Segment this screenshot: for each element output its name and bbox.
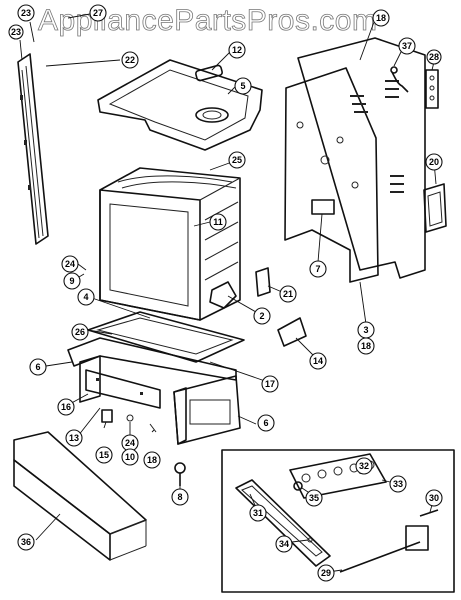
small-clip-part bbox=[101, 409, 157, 433]
svg-text:35: 35 bbox=[309, 493, 319, 503]
callout-4: 4 bbox=[77, 288, 95, 306]
callout-6: 6 bbox=[29, 358, 47, 376]
callout-18: 18 bbox=[372, 9, 390, 27]
svg-text:7: 7 bbox=[315, 264, 320, 274]
side-panel-part bbox=[17, 53, 49, 245]
svg-text:13: 13 bbox=[69, 433, 79, 443]
svg-text:2: 2 bbox=[259, 311, 264, 321]
svg-text:6: 6 bbox=[263, 418, 268, 428]
top-panel-part bbox=[97, 59, 263, 151]
callout-22: 22 bbox=[121, 51, 139, 69]
callout-34: 34 bbox=[275, 535, 293, 553]
callout-23: 23 bbox=[17, 4, 35, 22]
callout-23: 23 bbox=[8, 24, 24, 40]
svg-text:10: 10 bbox=[125, 452, 135, 462]
svg-text:24: 24 bbox=[125, 438, 135, 448]
svg-text:16: 16 bbox=[61, 402, 71, 412]
callout-13: 13 bbox=[65, 429, 83, 447]
svg-text:21: 21 bbox=[283, 289, 293, 299]
callout-16: 16 bbox=[57, 398, 75, 416]
svg-text:8: 8 bbox=[177, 492, 182, 502]
svg-text:29: 29 bbox=[321, 568, 331, 578]
callout-31: 31 bbox=[249, 504, 267, 522]
svg-text:33: 33 bbox=[393, 479, 403, 489]
callout-28: 28 bbox=[426, 49, 442, 65]
callout-29: 29 bbox=[317, 564, 335, 582]
drawer-front-part bbox=[13, 431, 147, 561]
svg-text:27: 27 bbox=[93, 8, 103, 18]
svg-text:9: 9 bbox=[69, 276, 74, 286]
svg-text:32: 32 bbox=[359, 461, 369, 471]
screw-part bbox=[174, 462, 186, 486]
svg-text:36: 36 bbox=[21, 537, 31, 547]
callout-35: 35 bbox=[305, 489, 323, 507]
callout-10: 10 bbox=[121, 448, 139, 466]
bottom-pan-part bbox=[87, 311, 245, 363]
callout-24: 24 bbox=[61, 255, 79, 273]
callout-25: 25 bbox=[228, 151, 246, 169]
callouts: 23 27 23 22 12 5 18 37 28 25 20 11 7 24 … bbox=[8, 4, 443, 582]
svg-text:26: 26 bbox=[75, 327, 85, 337]
callout-5: 5 bbox=[234, 77, 252, 95]
svg-text:11: 11 bbox=[213, 217, 223, 227]
callout-36: 36 bbox=[17, 533, 35, 551]
svg-text:23: 23 bbox=[21, 8, 31, 18]
svg-text:17: 17 bbox=[265, 379, 275, 389]
svg-text:4: 4 bbox=[83, 292, 88, 302]
svg-text:23: 23 bbox=[11, 27, 21, 37]
callout-8: 8 bbox=[171, 488, 189, 506]
svg-text:22: 22 bbox=[125, 55, 135, 65]
rear-panel-part bbox=[284, 37, 426, 283]
callout-2: 2 bbox=[253, 307, 271, 325]
svg-text:28: 28 bbox=[429, 52, 439, 62]
svg-text:14: 14 bbox=[313, 356, 323, 366]
svg-text:5: 5 bbox=[240, 81, 245, 91]
svg-text:30: 30 bbox=[429, 493, 439, 503]
callout-18: 18 bbox=[143, 451, 161, 469]
terminal-block-part bbox=[425, 69, 439, 109]
svg-text:37: 37 bbox=[402, 41, 412, 51]
svg-text:31: 31 bbox=[253, 508, 263, 518]
svg-text:24: 24 bbox=[65, 259, 75, 269]
svg-text:25: 25 bbox=[232, 155, 242, 165]
wire-lead-part bbox=[390, 66, 409, 93]
svg-text:18: 18 bbox=[376, 13, 386, 23]
watermark-text: AppliancePartsPros.com bbox=[38, 4, 377, 37]
callout-14: 14 bbox=[309, 352, 327, 370]
svg-text:12: 12 bbox=[232, 45, 242, 55]
callout-7: 7 bbox=[309, 260, 327, 278]
bracket-part bbox=[423, 183, 447, 233]
callout-18: 18 bbox=[357, 337, 375, 355]
callout-9: 9 bbox=[63, 272, 81, 290]
latch-bracket-part bbox=[209, 267, 307, 347]
svg-text:34: 34 bbox=[279, 539, 289, 549]
callout-33: 33 bbox=[389, 475, 407, 493]
callout-6: 6 bbox=[257, 414, 275, 432]
callout-32: 32 bbox=[355, 457, 373, 475]
drawer-side-part bbox=[173, 375, 241, 445]
svg-text:6: 6 bbox=[35, 362, 40, 372]
callout-37: 37 bbox=[398, 37, 416, 55]
svg-text:3: 3 bbox=[363, 325, 368, 335]
callout-30: 30 bbox=[425, 489, 443, 507]
svg-text:20: 20 bbox=[429, 157, 439, 167]
callout-3: 3 bbox=[357, 321, 375, 339]
oven-cavity-part bbox=[99, 167, 241, 321]
callout-21: 21 bbox=[279, 285, 297, 303]
svg-text:15: 15 bbox=[99, 450, 109, 460]
svg-text:18: 18 bbox=[361, 341, 371, 351]
callout-27: 27 bbox=[89, 4, 107, 22]
callout-12: 12 bbox=[228, 41, 246, 59]
callout-20: 20 bbox=[425, 153, 443, 171]
callout-17: 17 bbox=[261, 375, 279, 393]
callout-11: 11 bbox=[209, 213, 227, 231]
callout-26: 26 bbox=[71, 323, 89, 341]
callout-15: 15 bbox=[95, 446, 113, 464]
svg-text:18: 18 bbox=[147, 455, 157, 465]
